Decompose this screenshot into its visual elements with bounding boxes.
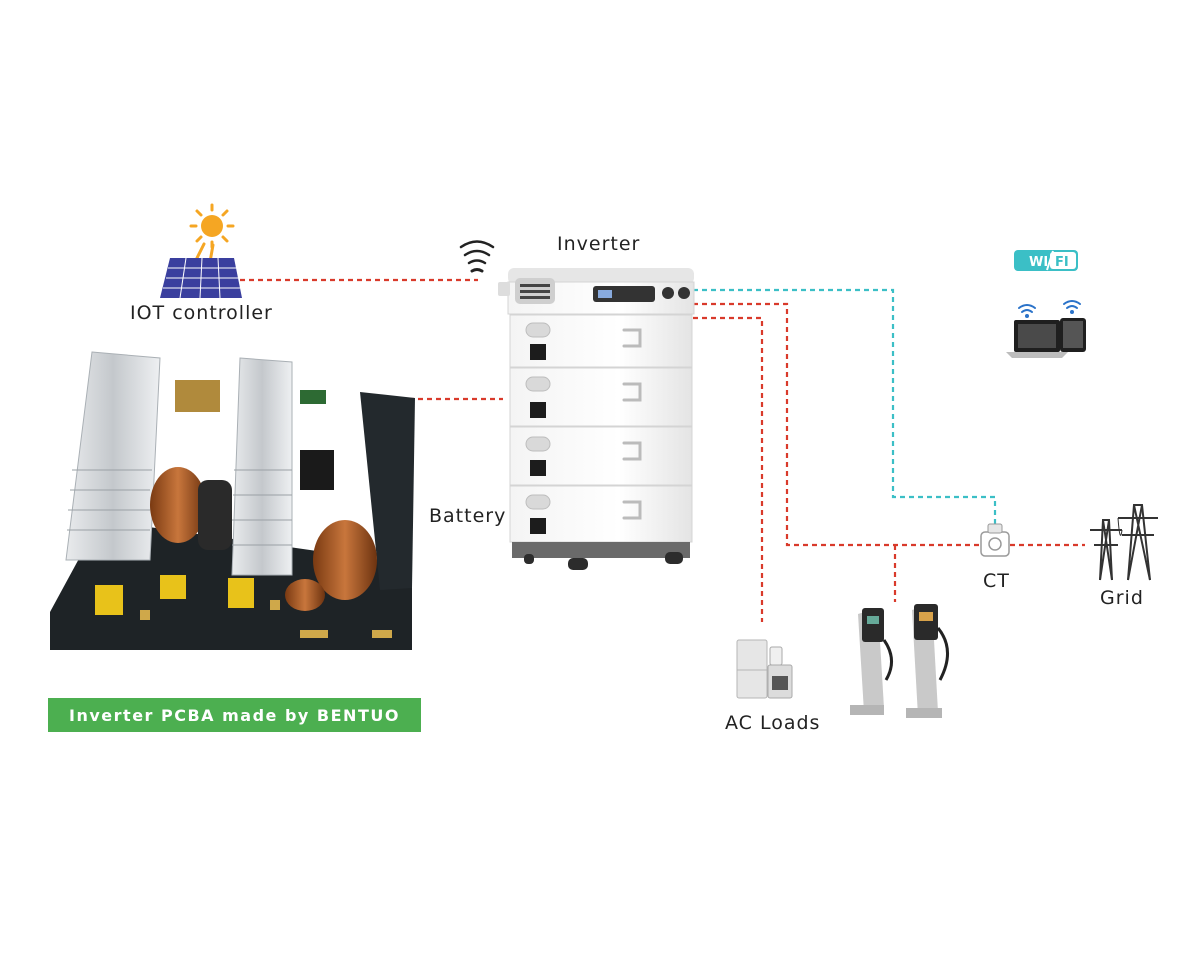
data-line [693, 288, 997, 530]
label-iot-controller: IOT controller [130, 302, 273, 324]
pcba-board [50, 351, 415, 650]
solar-panel-icon [160, 257, 242, 299]
label-ac-loads: AC Loads [725, 712, 821, 734]
pcba-banner: Inverter PCBA made by BENTUO [48, 698, 421, 732]
grid-tower-icon [1090, 504, 1158, 581]
ct-sensor-icon [980, 523, 1010, 557]
tablet-icon [1060, 300, 1086, 352]
wifi-badge-left-text: WI [1029, 255, 1048, 270]
ev-charger-icon [850, 604, 949, 718]
wifi-badge-right-text: FI [1055, 255, 1069, 270]
wifi-badge-icon: WI FI [1014, 250, 1078, 271]
label-inverter: Inverter [557, 233, 641, 255]
appliances-icon [736, 639, 793, 699]
label-grid: Grid [1100, 587, 1144, 609]
inverter-battery-stack [498, 268, 695, 570]
label-battery: Battery [429, 505, 507, 527]
line-inverter-to-acloads [693, 316, 764, 622]
line-inverter-to-grid [693, 302, 980, 547]
pcba-banner-text: Inverter PCBA made by BENTUO [69, 705, 400, 725]
laptop-icon [1006, 304, 1068, 358]
label-ct: CT [983, 570, 1010, 592]
line-inverter-to-ct-comm [693, 288, 997, 530]
sun-icon [189, 203, 235, 264]
wireless-signal-icon [459, 240, 495, 273]
